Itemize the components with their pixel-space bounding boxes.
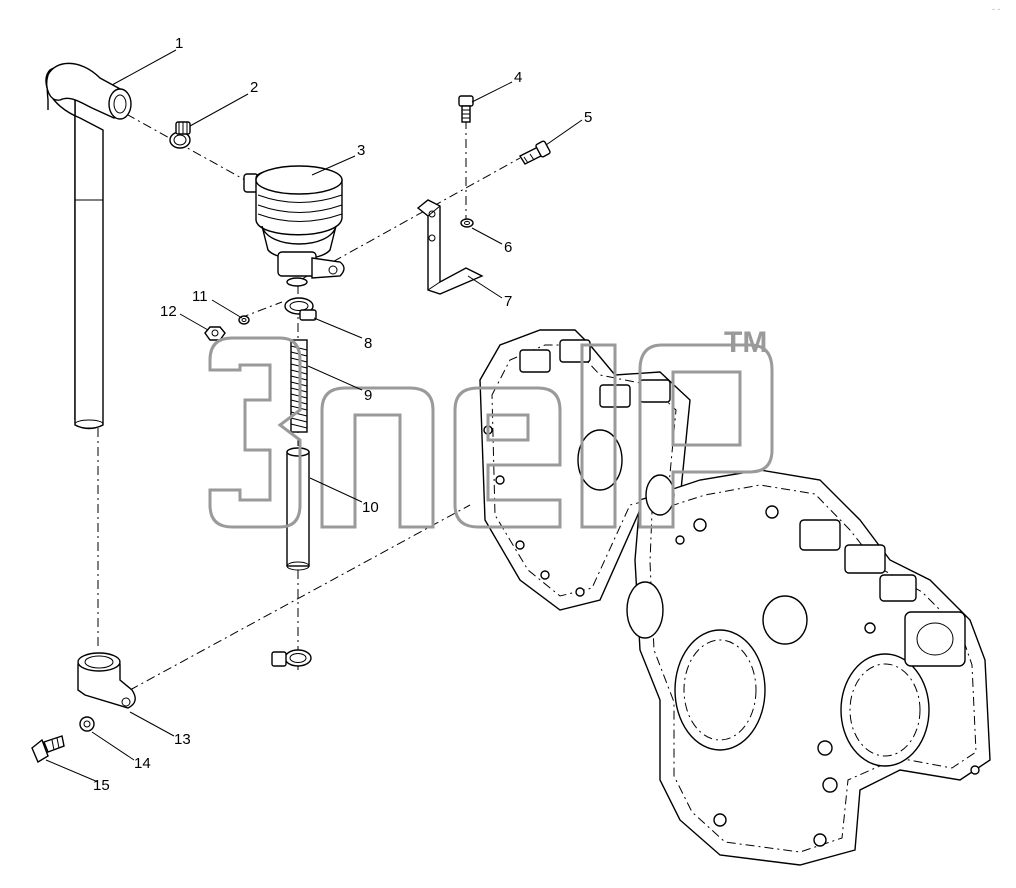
part-4-bolt bbox=[458, 95, 474, 123]
callout-13: 13 bbox=[174, 731, 191, 748]
callout-8: 8 bbox=[364, 335, 372, 352]
part-14-washer bbox=[79, 716, 95, 732]
part-13-clamp-bracket bbox=[77, 652, 136, 709]
part-10-hose bbox=[286, 447, 310, 571]
callout-7: 7 bbox=[504, 293, 512, 310]
callout-12: 12 bbox=[160, 303, 177, 320]
part-5-bolt bbox=[518, 140, 551, 165]
leader-lines bbox=[45, 49, 583, 783]
callout-9: 9 bbox=[364, 387, 372, 404]
bottom-hose-clamp bbox=[271, 649, 312, 667]
part-7-bracket bbox=[416, 199, 484, 295]
callout-1: 1 bbox=[175, 35, 183, 52]
part-8-clamp bbox=[284, 297, 317, 321]
watermark-trademark: TM bbox=[724, 326, 767, 359]
callout-14: 14 bbox=[134, 755, 151, 772]
part-6-washer bbox=[460, 218, 474, 228]
part-3-breather bbox=[243, 165, 345, 287]
part-1-tube bbox=[45, 62, 132, 430]
callout-11: 11 bbox=[192, 288, 208, 305]
timing-cover-housing bbox=[479, 329, 991, 866]
callout-4: 4 bbox=[514, 69, 522, 86]
part-2-clamp bbox=[169, 121, 191, 149]
part-12-nut bbox=[204, 326, 226, 341]
corner-mark: - - bbox=[992, 4, 1001, 14]
callout-numbers: 1 2 3 4 5 6 7 8 9 10 11 12 13 14 15 bbox=[93, 35, 592, 794]
callout-6: 6 bbox=[504, 239, 512, 256]
part-15-bolt bbox=[31, 735, 65, 764]
callout-5: 5 bbox=[584, 109, 592, 126]
callout-15: 15 bbox=[93, 777, 110, 794]
callout-10: 10 bbox=[362, 499, 379, 516]
watermark-logo: TM bbox=[208, 326, 774, 529]
callout-3: 3 bbox=[357, 142, 365, 159]
callout-2: 2 bbox=[250, 79, 258, 96]
